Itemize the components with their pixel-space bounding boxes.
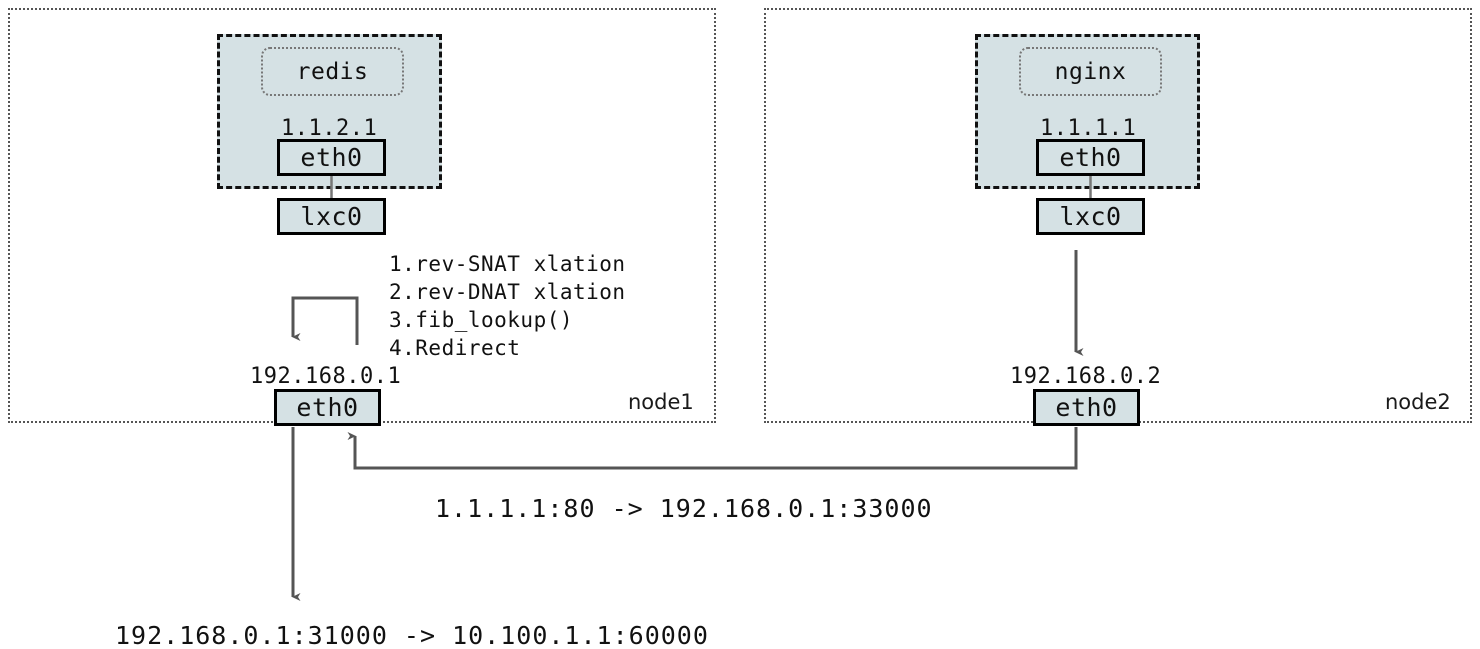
node1-app-redis: redis <box>261 47 404 96</box>
node1-host-eth0: eth0 <box>274 389 381 426</box>
node1-label: node1 <box>628 390 694 414</box>
node1-step-list: 1.rev-SNAT xlation 2.rev-DNAT xlation 3.… <box>389 250 626 362</box>
egress-flow-label: 192.168.0.1:31000 -> 10.100.1.1:60000 <box>115 621 709 649</box>
node1-pod-ip: 1.1.2.1 <box>281 116 378 141</box>
node2-pod-eth0: eth0 <box>1036 139 1145 176</box>
node1-host-ip: 192.168.0.1 <box>250 364 402 389</box>
node2-label: node2 <box>1385 390 1451 414</box>
node2-app-nginx: nginx <box>1019 47 1162 96</box>
node2-pod-ip: 1.1.1.1 <box>1040 116 1137 141</box>
node1-lxc0: lxc0 <box>277 198 386 235</box>
step-item-4: 4.Redirect <box>389 336 521 360</box>
step-item-2: 2.rev-DNAT xlation <box>389 280 626 304</box>
node2-host-eth0: eth0 <box>1033 389 1140 426</box>
inter-node-return-arrow <box>347 427 1078 470</box>
step-item-1: 1.rev-SNAT xlation <box>389 252 626 276</box>
inter-node-flow-label: 1.1.1.1:80 -> 192.168.0.1:33000 <box>435 494 933 523</box>
node2-lxc0: lxc0 <box>1036 198 1145 235</box>
node1-pod-eth0: eth0 <box>277 139 386 176</box>
step-item-3: 3.fib_lookup() <box>389 308 574 332</box>
node2-host-ip: 192.168.0.2 <box>1010 364 1162 389</box>
